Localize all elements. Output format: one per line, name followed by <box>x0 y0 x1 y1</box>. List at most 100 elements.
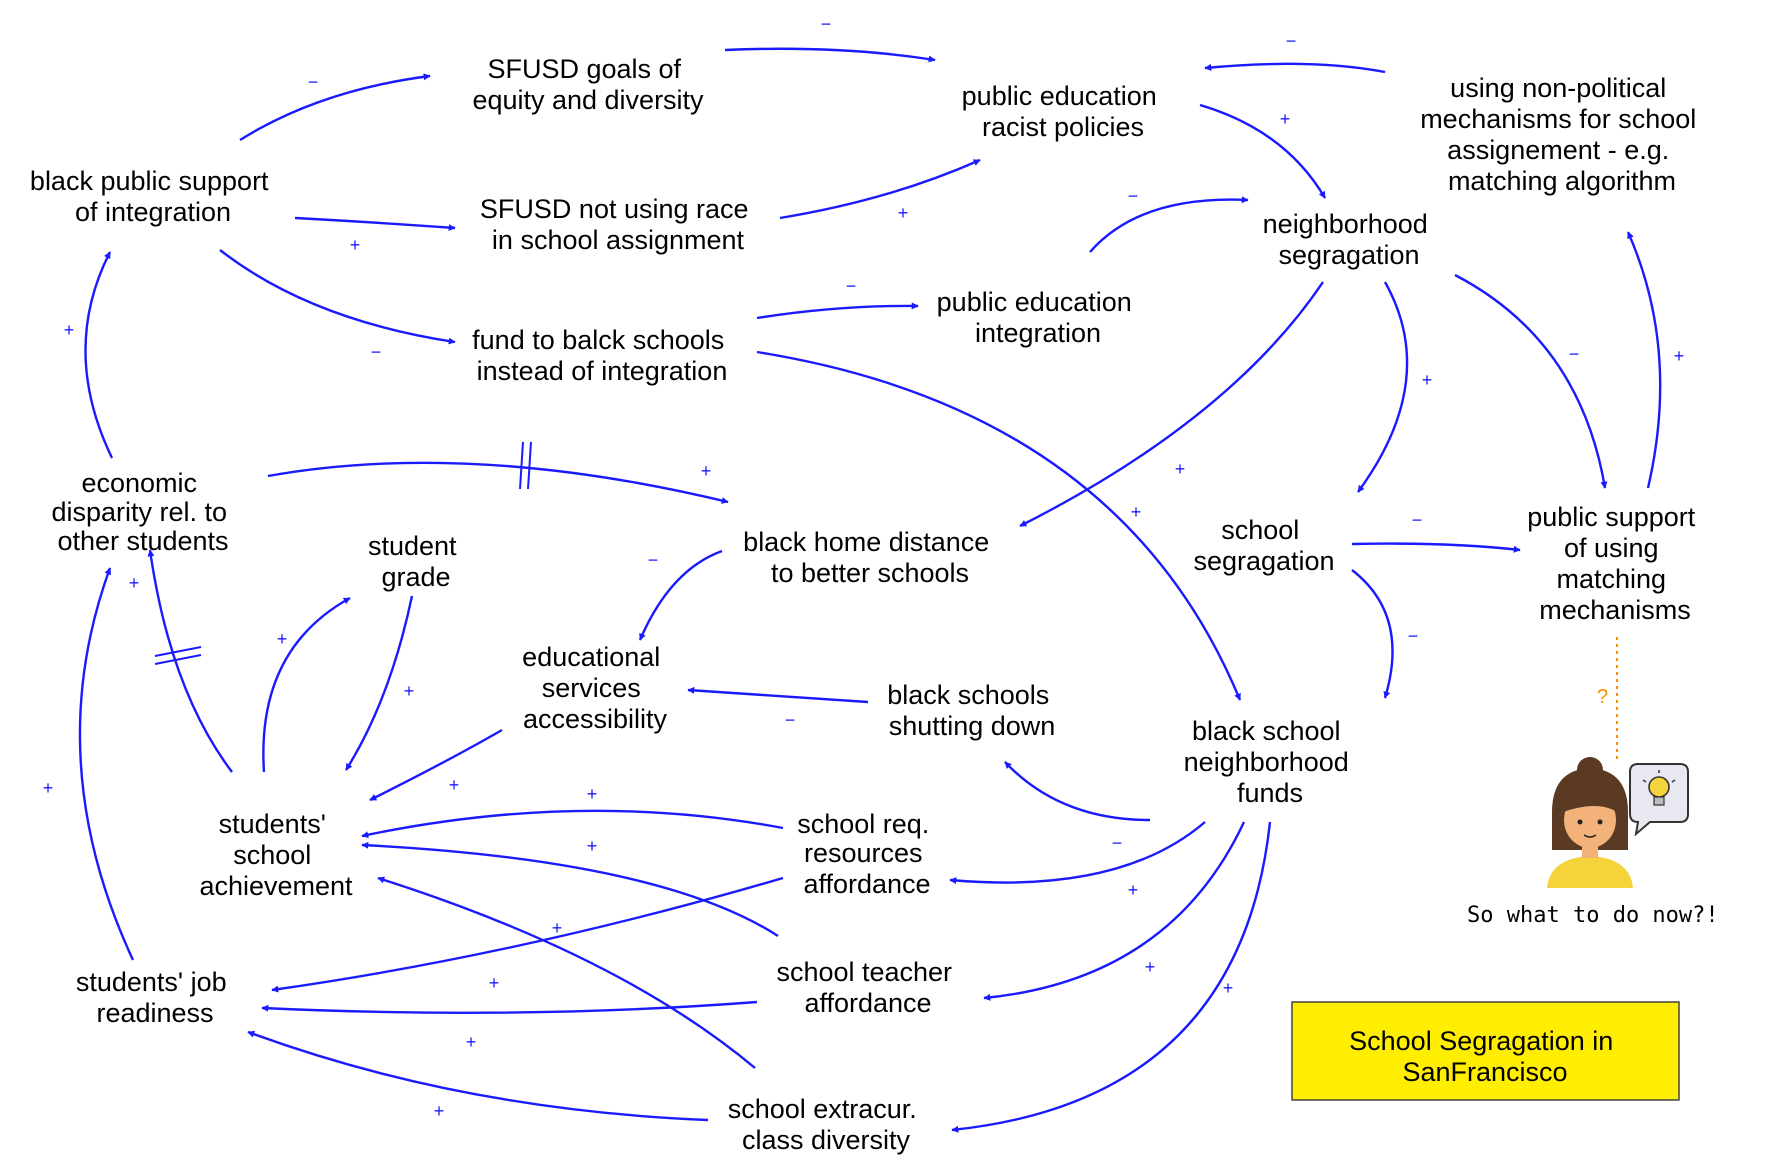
link-neighborhood-to-school-seg <box>1357 281 1409 493</box>
sign: + <box>277 629 288 649</box>
title-box: School Segragation in SanFrancisco <box>1291 1001 1680 1101</box>
title-box-frame <box>1291 1001 1680 1101</box>
person-eye-icon <box>1597 819 1603 825</box>
sign: + <box>1175 459 1186 479</box>
node-non-political-mechanisms: using non-political mechanisms for schoo… <box>1420 73 1704 196</box>
link-shutting-to-services <box>687 686 869 704</box>
link-norace-to-racist <box>779 158 981 220</box>
sign: − <box>785 710 796 730</box>
delay-mark-economic-home-2 <box>527 441 532 490</box>
sign: + <box>64 320 75 340</box>
question-mark: ? <box>1597 686 1608 708</box>
polarity-signs: − − − + + + − − − + + + + − + − − + − − … <box>43 14 1685 1121</box>
link-support-to-norace <box>294 216 456 232</box>
sign: + <box>350 235 361 255</box>
node-fund-to-black-schools: fund to balck schools instead of integra… <box>472 325 732 386</box>
thinker-caption: So what to do now?! <box>1467 903 1719 928</box>
sign: − <box>821 14 832 34</box>
link-support-to-goals <box>239 73 431 142</box>
person-fringe-icon <box>1563 790 1617 812</box>
sign: + <box>1422 370 1433 390</box>
link-home-distance-to-services <box>638 549 723 641</box>
link-fund-to-integration <box>756 302 919 320</box>
link-teacher-to-achievement <box>361 841 779 938</box>
sign: − <box>1569 344 1580 364</box>
sign: + <box>587 784 598 804</box>
node-economic-disparity: economic disparity rel. to other student… <box>51 468 234 556</box>
sign: − <box>846 276 857 296</box>
sign: + <box>1674 346 1685 366</box>
link-req-to-achievement <box>361 809 784 839</box>
link-economic-to-support <box>84 251 114 459</box>
node-req-resources: school req. resources affordance <box>797 809 937 899</box>
node-racist-policies: public education racist policies <box>962 81 1165 142</box>
link-services-to-achievement <box>369 728 503 802</box>
link-school-seg-to-neighborhood-funds <box>1351 569 1394 699</box>
sign: − <box>1128 186 1139 206</box>
sign: − <box>1112 833 1123 853</box>
link-funds-to-teacher <box>983 821 1246 1001</box>
lightbulb-ray-icon <box>1642 779 1647 783</box>
link-support-to-fund <box>219 249 456 345</box>
link-grade-to-achievement <box>344 595 414 771</box>
sign: + <box>1131 502 1142 522</box>
node-sfusd-not-using-race: SFUSD not using race in school assignmen… <box>480 194 756 255</box>
link-goals-to-racist <box>724 47 936 63</box>
sign: − <box>1412 510 1423 530</box>
link-achievement-to-economic <box>147 549 233 773</box>
lightbulb-icon <box>1648 776 1670 798</box>
delay-mark-achievement-economic <box>154 646 202 657</box>
delay-marks <box>154 441 532 665</box>
person-mouth-icon <box>1583 834 1597 838</box>
link-extracur-to-job <box>247 1030 709 1122</box>
lightbulb-ray-icon <box>1671 779 1676 783</box>
sign: + <box>1280 109 1291 129</box>
person-with-lightbulb-icon <box>1547 757 1689 888</box>
link-nonpolitical-to-racist <box>1204 62 1386 74</box>
link-integration-to-neighborhood <box>1089 196 1249 253</box>
sign: + <box>404 681 415 701</box>
person-eye-icon <box>1577 819 1583 825</box>
node-teacher-affordance: school teacher affordance <box>776 957 959 1018</box>
sign: + <box>587 836 598 856</box>
sign: + <box>434 1101 445 1121</box>
sign: − <box>308 72 319 92</box>
sign: + <box>898 203 909 223</box>
node-public-support-matching: public support of using matching mechani… <box>1527 502 1703 625</box>
link-public-support-to-nonpolitical <box>1626 231 1662 489</box>
sign: + <box>552 918 563 938</box>
links <box>78 47 1662 1133</box>
node-school-segragation: school segragation <box>1193 515 1334 576</box>
person-bun-icon <box>1577 757 1603 783</box>
node-black-public-support: black public support of integration <box>30 166 276 227</box>
sign: + <box>449 775 460 795</box>
node-educational-services: educational services accessibility <box>522 642 668 734</box>
link-funds-to-extracur <box>951 821 1272 1133</box>
delay-mark-economic-home <box>519 441 524 490</box>
link-achievement-to-grade <box>262 596 351 773</box>
nodes: SFUSD goals of equity and diversity publ… <box>30 54 1704 1155</box>
sign: + <box>701 461 712 481</box>
lightbulb-base-icon <box>1653 796 1665 806</box>
link-extracur-to-achievement <box>377 876 756 1069</box>
person-body-icon <box>1547 856 1633 888</box>
link-fund-to-neighborhood-funds <box>756 350 1242 701</box>
node-black-schools-shutting: black schools shutting down <box>887 680 1057 741</box>
node-sfusd-goals: SFUSD goals of equity and diversity <box>472 54 704 115</box>
link-job-to-economic <box>78 567 135 961</box>
sign: + <box>1223 978 1234 998</box>
node-job-readiness: students' job readiness <box>76 967 234 1028</box>
sign: + <box>1128 880 1139 900</box>
sign: + <box>129 573 140 593</box>
node-neighborhood-funds: black school neighborhood funds <box>1184 716 1357 808</box>
link-req-to-job <box>271 876 784 993</box>
node-school-achievement: students' school achievement <box>199 809 353 901</box>
sign: − <box>371 342 382 362</box>
link-funds-to-shutting <box>1004 761 1151 822</box>
link-teacher-to-job <box>261 1000 758 1014</box>
node-extracur-diversity: school extracur. class diversity <box>728 1094 925 1155</box>
delay-mark-achievement-economic-2 <box>154 654 202 665</box>
title-box-text: School Segragation in SanFrancisco <box>1349 1026 1621 1087</box>
sign: + <box>466 1032 477 1052</box>
